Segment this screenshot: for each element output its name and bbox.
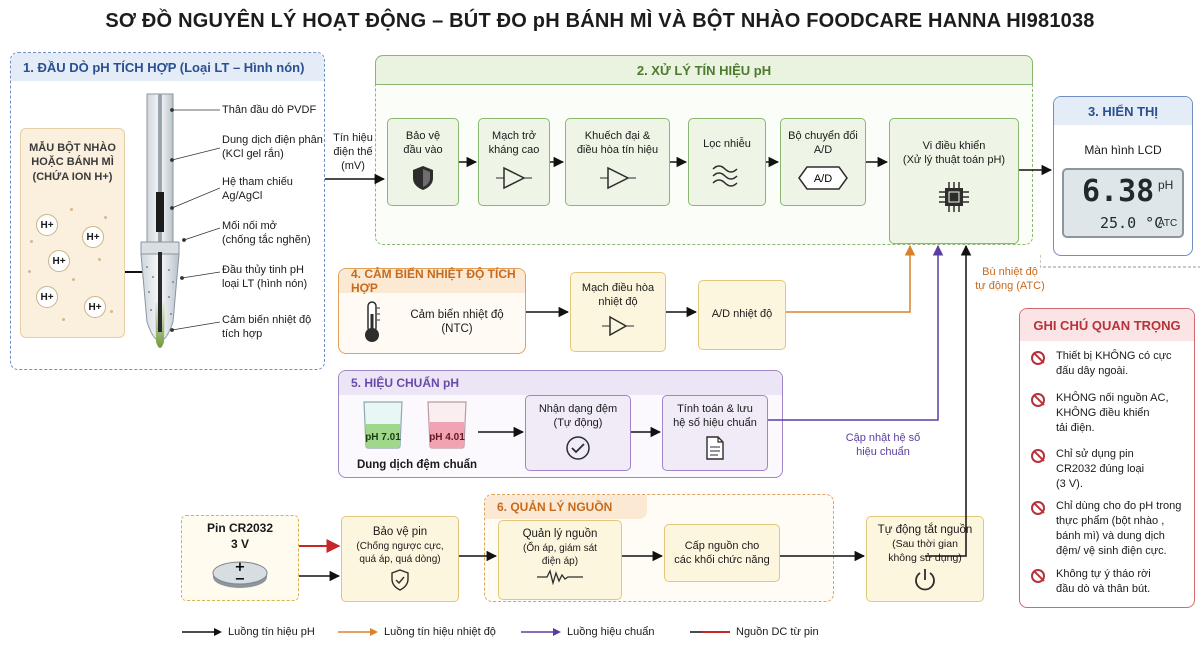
amplifier-block: Khuếch đại &điều hòa tín hiệu: [565, 118, 670, 206]
dough-sample-box: MẪU BỘT NHÀO HOẶC BÁNH MÌ (CHỨA ION H+): [20, 128, 125, 338]
prohibited-icon: [1031, 393, 1045, 407]
legend-item: Luồng tín hiệu nhiệt độ: [338, 626, 496, 638]
thermometer-icon: [365, 301, 380, 342]
legend: Luồng tín hiệu pH Luồng tín hiệu nhiệt đ…: [0, 626, 1200, 646]
probe-part-label: Dung dịch điện phân(KCl gel rắn): [222, 134, 323, 160]
legend-item: Nguồn DC từ pin: [690, 626, 819, 638]
ph-unit: pH: [1158, 178, 1174, 192]
diagram-title: SƠ ĐỒ NGUYÊN LÝ HOẠT ĐỘNG – BÚT ĐO pH BÁ…: [105, 10, 1095, 32]
hydrogen-ion: H+: [84, 296, 106, 318]
prohibited-icon: [1031, 569, 1045, 583]
wave-filter-icon: [712, 165, 738, 188]
chip-icon: [939, 181, 969, 212]
power-icon: [915, 569, 935, 591]
svg-text:−: −: [235, 572, 246, 587]
processing-section-heading: 2. XỬ LÝ TÍN HIỆU pH: [375, 55, 1033, 85]
buffer-recognition-block: Nhận dạng đệm(Tự động): [525, 395, 631, 471]
svg-text:A/D: A/D: [814, 173, 832, 185]
lcd-label: Màn hình LCD: [1084, 143, 1162, 157]
ph-reading: 6.38: [1082, 174, 1155, 209]
ad-converter-icon: A/D: [798, 165, 848, 190]
probe-part-label: Thân đầu dò PVDF: [222, 104, 317, 116]
prohibited-icon: [1031, 501, 1045, 515]
lcd-screen: 6.38 pH 25.0 °C ATC: [1062, 168, 1184, 238]
waveform-icon: [537, 569, 583, 586]
check-circle-icon: [566, 435, 590, 460]
document-icon: [706, 435, 724, 460]
notes-heading: GHI CHÚ QUAN TRỌNG: [1020, 309, 1194, 341]
probe-section-heading: 1. ĐẦU DÒ pH TÍCH HỢP (Loại LT – Hình nó…: [11, 53, 324, 81]
hydrogen-ion: H+: [82, 226, 104, 248]
prohibited-icon: [1031, 351, 1045, 365]
legend-item: Luồng hiệu chuẩn: [521, 626, 654, 638]
legend-item: Luồng tín hiệu pH: [182, 626, 315, 638]
buffer-beaker-701: [363, 401, 403, 449]
important-notes-panel: GHI CHÚ QUAN TRỌNG: [1019, 308, 1195, 608]
temperature-section-heading: 4. CẢM BIẾN NHIỆT ĐỘ TÍCH HỢP: [339, 267, 525, 295]
temp-ad-block: A/D nhiệt độ: [698, 280, 786, 350]
hydrogen-ion: H+: [36, 286, 58, 308]
atc-indicator: ATC: [1158, 218, 1178, 229]
shield-icon: [413, 165, 433, 190]
hydrogen-ion: H+: [48, 250, 70, 272]
probe-part-label: Mối nối mở(chống tắc nghẽn): [222, 220, 311, 246]
buffer-beaker-401: [427, 401, 467, 449]
amplifier-icon: [599, 166, 636, 189]
auto-off-block: Tự động tắt nguồn (Sau thời gian không s…: [866, 516, 984, 602]
buffer-701-label: pH 7.01: [365, 432, 401, 443]
ntc-sensor-label: Cảm biến nhiệt độ(NTC): [410, 309, 504, 336]
prohibited-icon: [1031, 449, 1045, 463]
probe-leader-lines: [170, 108, 220, 332]
coin-battery-icon: + −: [212, 560, 268, 589]
display-section-heading: 3. HIỂN THỊ: [1054, 97, 1192, 125]
buffer-401-label: pH 4.01: [429, 432, 465, 443]
battery-protection-block: Bảo vệ pin (Chống ngược cực, quá áp, quá…: [341, 516, 459, 602]
buffer-caption: Dung dịch đệm chuẩn: [356, 459, 478, 471]
power-section-heading: 6. QUẢN LÝ NGUỒN: [485, 495, 647, 519]
noise-filter-block: Lọc nhiễu: [688, 118, 766, 206]
amplifier-icon: [496, 166, 532, 189]
temperature-reading: 25.0 °C: [1100, 214, 1164, 232]
svg-text:+: +: [235, 560, 246, 575]
hydrogen-ion: H+: [36, 214, 58, 236]
shield-check-icon: [391, 569, 409, 591]
amplifier-icon: [602, 315, 634, 336]
microcontroller-block: Vi điều khiển(Xử lý thuật toán pH): [889, 118, 1019, 244]
power-management-block: Quản lý nguồn (Ổn áp, giám sát điện áp): [498, 520, 622, 600]
ph-probe-drawing: [125, 93, 180, 348]
calibration-section-heading: 5. HIỆU CHUẨN pH: [339, 371, 782, 395]
